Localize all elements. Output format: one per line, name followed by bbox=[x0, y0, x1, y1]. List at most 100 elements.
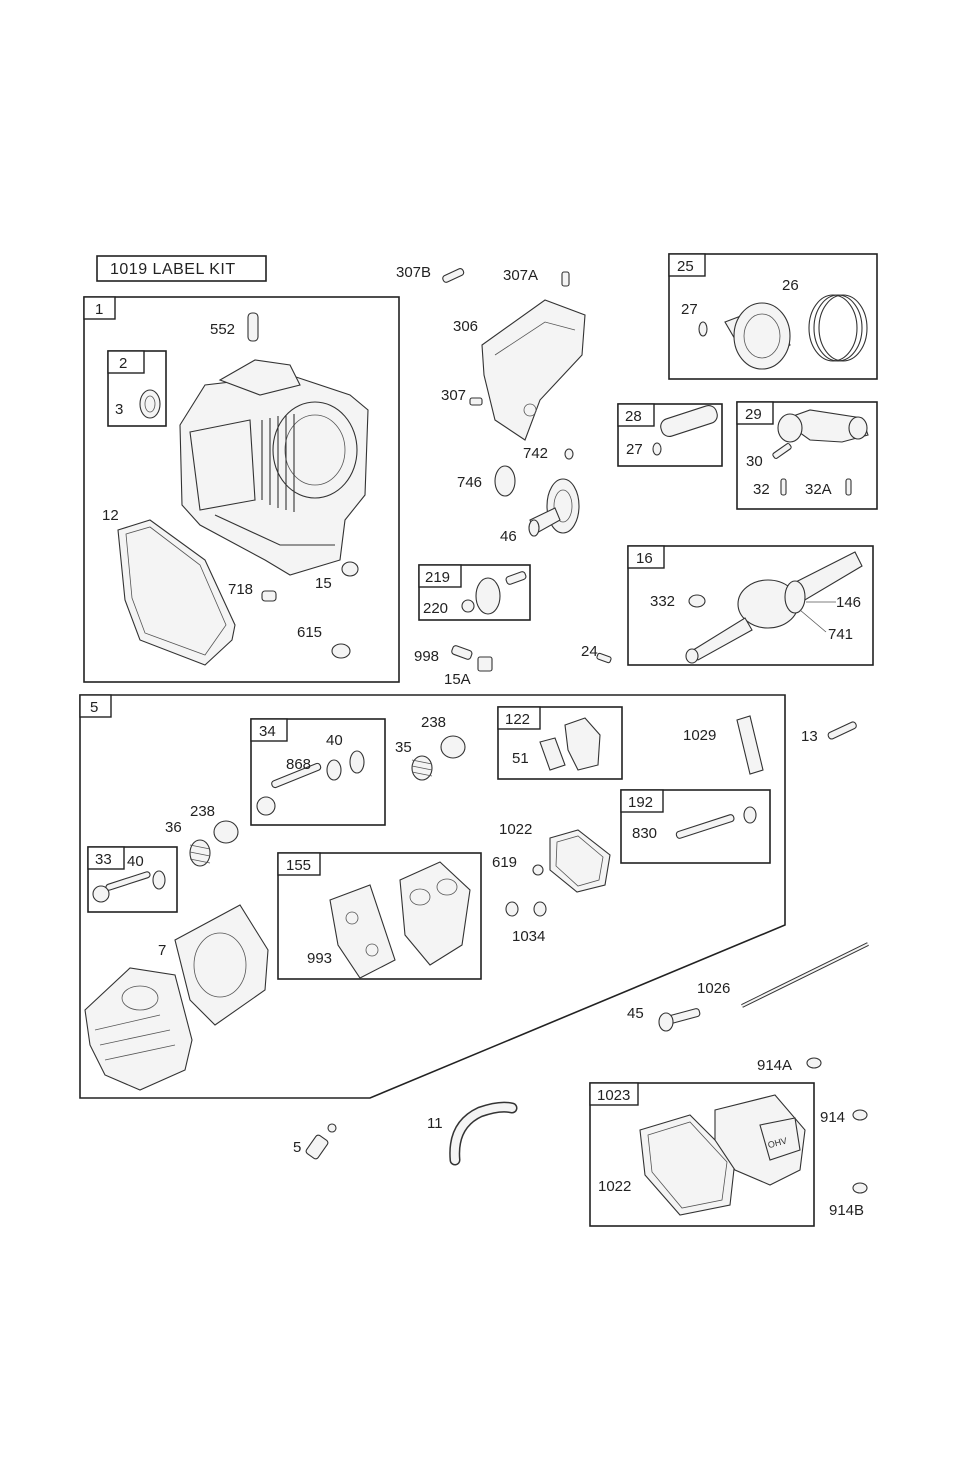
bushing-15A-part bbox=[478, 657, 492, 671]
crank-gear-part bbox=[785, 581, 805, 613]
label-1026: 1026 bbox=[697, 980, 730, 997]
label-914: 914 bbox=[820, 1109, 845, 1126]
group-1023-valve-cover: 1023 OHV 1022 bbox=[590, 1083, 814, 1226]
washer-220-part bbox=[462, 600, 474, 612]
label-742: 742 bbox=[523, 445, 548, 462]
label-552: 552 bbox=[210, 321, 235, 338]
label-30: 30 bbox=[746, 453, 763, 470]
valve-33-part bbox=[105, 871, 151, 891]
clip-28-part bbox=[653, 443, 661, 455]
label-7: 7 bbox=[158, 942, 166, 959]
group-219: 219 220 bbox=[419, 565, 530, 620]
label-27-pin: 27 bbox=[626, 441, 643, 458]
label-746: 746 bbox=[457, 474, 482, 491]
label-26: 26 bbox=[782, 277, 799, 294]
group-34-tag: 34 bbox=[259, 723, 276, 740]
rocker-cover-122-part bbox=[565, 718, 600, 770]
cover-306-part bbox=[482, 300, 585, 440]
label-32: 32 bbox=[753, 481, 770, 498]
clip-27-part bbox=[699, 322, 707, 336]
group-1-crankcase: 1 2 552 3 12 718 15 615 bbox=[84, 297, 399, 682]
gasket-993-part bbox=[330, 885, 395, 978]
label-12: 12 bbox=[102, 507, 119, 524]
label-kit-text: 1019 LABEL KIT bbox=[110, 261, 236, 278]
washer-619-part bbox=[533, 865, 543, 875]
label-kit: 1019 LABEL KIT bbox=[97, 256, 266, 281]
group-2-tag: 2 bbox=[119, 355, 127, 372]
label-307B: 307B bbox=[396, 264, 431, 281]
label-914A: 914A bbox=[757, 1057, 792, 1074]
dowel-pin-part bbox=[248, 313, 258, 341]
label-307: 307 bbox=[441, 387, 466, 404]
bolt-32-part bbox=[781, 479, 786, 495]
group-192-tag: 192 bbox=[628, 794, 653, 811]
piston-pin-part bbox=[659, 403, 720, 438]
label-40-top: 40 bbox=[326, 732, 343, 749]
label-914B: 914B bbox=[829, 1202, 864, 1219]
cap-238-left-part bbox=[214, 821, 238, 843]
spring-36-part bbox=[190, 840, 210, 866]
gasket-51-part bbox=[540, 738, 565, 770]
nut-615-part bbox=[332, 644, 350, 658]
group-28: 28 27 bbox=[618, 403, 722, 466]
group-25-piston: 25 27 26 bbox=[669, 254, 877, 379]
label-238-top: 238 bbox=[421, 714, 446, 731]
fitting-5-part bbox=[305, 1134, 329, 1160]
label-220: 220 bbox=[423, 600, 448, 617]
label-51: 51 bbox=[512, 750, 529, 767]
dowel-718-part bbox=[262, 591, 276, 601]
bolt-32A-part bbox=[846, 479, 851, 495]
oil-seal-part bbox=[140, 390, 160, 418]
bolt-307-part bbox=[470, 398, 482, 405]
governor-cam-parts: 307B 307A 306 307 742 746 46 bbox=[396, 264, 585, 545]
label-741: 741 bbox=[828, 626, 853, 643]
nut-1034b-part bbox=[534, 902, 546, 916]
label-1034: 1034 bbox=[512, 928, 545, 945]
label-40-left: 40 bbox=[127, 853, 144, 870]
group-5-cylinder-head: 5 34 40 868 238 35 122 51 1029 192 bbox=[80, 695, 785, 1098]
crankcase-gasket-part bbox=[118, 520, 235, 665]
label-24: 24 bbox=[581, 643, 598, 660]
label-1022-cover: 1022 bbox=[598, 1178, 631, 1195]
label-1022-upper: 1022 bbox=[499, 821, 532, 838]
group-1-tag: 1 bbox=[95, 301, 103, 318]
screw-914-part bbox=[853, 1110, 867, 1120]
group-25-tag: 25 bbox=[677, 258, 694, 275]
bolt-307B-part bbox=[442, 268, 465, 284]
cap-238-top-part bbox=[441, 736, 465, 758]
label-45: 45 bbox=[627, 1005, 644, 1022]
group-155-tag: 155 bbox=[286, 857, 311, 874]
pin-998-part bbox=[451, 645, 473, 660]
key-332-part bbox=[689, 595, 705, 607]
gear-746-part bbox=[495, 466, 515, 496]
bolt-307A-part bbox=[562, 272, 569, 286]
label-868: 868 bbox=[286, 756, 311, 773]
piston-rings-part bbox=[809, 295, 867, 361]
washer-742-part bbox=[565, 449, 573, 459]
group-122-tag: 122 bbox=[505, 711, 530, 728]
label-27-piston: 27 bbox=[681, 301, 698, 318]
gear-219-part bbox=[476, 578, 500, 614]
group-219-tag: 219 bbox=[425, 569, 450, 586]
label-306: 306 bbox=[453, 318, 478, 335]
label-5: 5 bbox=[293, 1139, 301, 1156]
label-993: 993 bbox=[307, 950, 332, 967]
label-1029: 1029 bbox=[683, 727, 716, 744]
gasket-1022-part bbox=[550, 830, 610, 892]
bolt-30-part bbox=[772, 443, 792, 459]
pin-24-part bbox=[596, 653, 611, 663]
intake-plate-155-part bbox=[400, 862, 470, 965]
label-615: 615 bbox=[297, 624, 322, 641]
label-15A: 15A bbox=[444, 671, 471, 688]
label-830: 830 bbox=[632, 825, 657, 842]
group-28-tag: 28 bbox=[625, 408, 642, 425]
label-238-left: 238 bbox=[190, 803, 215, 820]
camshaft-46-part bbox=[529, 479, 579, 536]
label-32A: 32A bbox=[805, 481, 832, 498]
group-1023-tag: 1023 bbox=[597, 1087, 630, 1104]
bolt-13-part bbox=[827, 721, 857, 740]
label-3: 3 bbox=[115, 401, 123, 418]
label-15: 15 bbox=[315, 575, 332, 592]
label-332: 332 bbox=[650, 593, 675, 610]
